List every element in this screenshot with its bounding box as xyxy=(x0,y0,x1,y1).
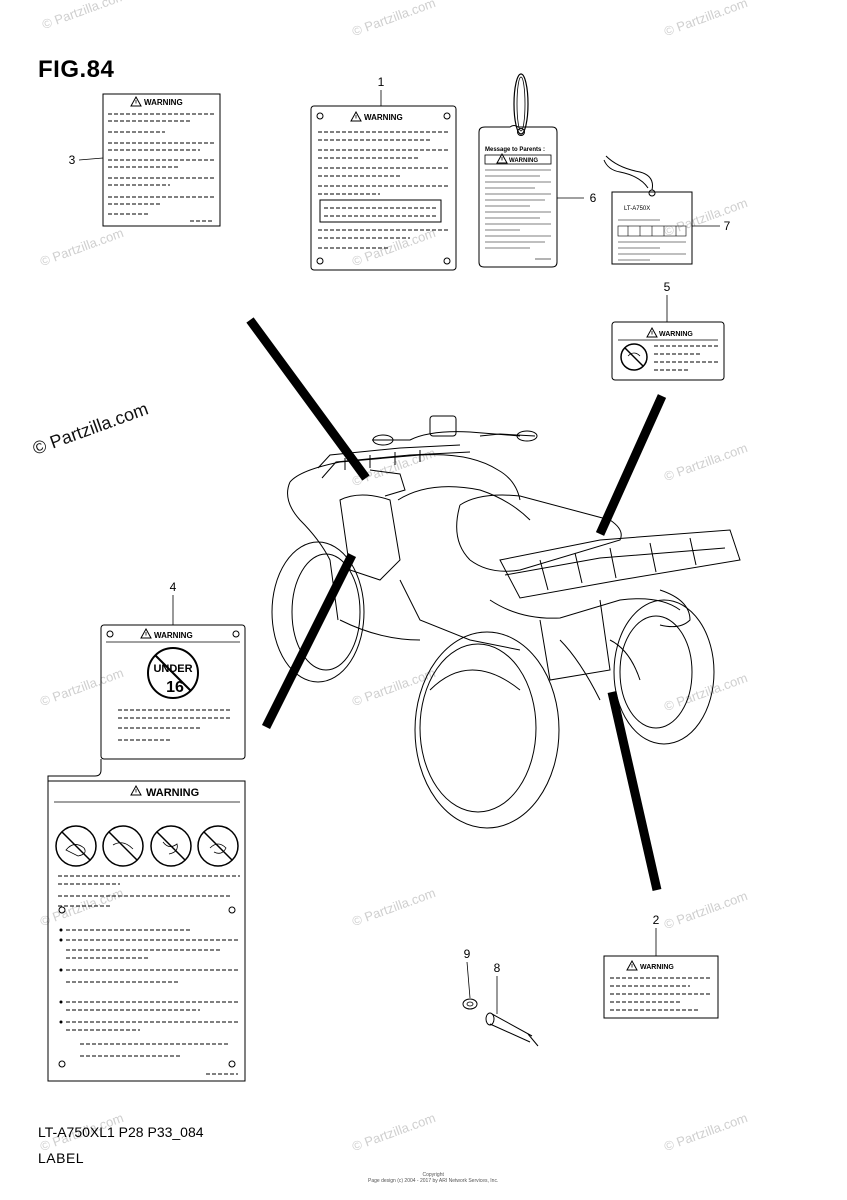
label-4: WARNING UNDER 16 xyxy=(100,624,246,760)
warning-text: WARNING xyxy=(509,158,538,164)
warning-text: WARNING xyxy=(146,787,199,799)
label-2: WARNING xyxy=(603,955,719,1019)
footer-line: Copyright xyxy=(422,1172,444,1178)
warning-text: WARNING xyxy=(144,98,183,107)
callout-1: 1 xyxy=(378,75,385,89)
washer-9 xyxy=(462,998,478,1010)
callout-8: 8 xyxy=(494,961,501,975)
atv-illustration xyxy=(271,415,741,829)
label-6-tag: Message to Parents : WARNING xyxy=(478,73,558,268)
warning-text: WARNING xyxy=(154,631,193,640)
message-to-parents: Message to Parents : xyxy=(485,147,545,153)
callout-5: 5 xyxy=(664,280,671,294)
warning-text: WARNING xyxy=(364,113,403,122)
callout-6: 6 xyxy=(590,191,597,205)
label-3: WARNING xyxy=(102,93,221,227)
model-tag: LT-A750X xyxy=(624,206,650,212)
callout-7: 7 xyxy=(724,219,731,233)
footer-note: Copyright Page design (c) 2004 - 2017 by… xyxy=(368,1172,498,1184)
callout-4: 4 xyxy=(170,580,177,594)
callout-2: 2 xyxy=(653,913,660,927)
label-5: WARNING xyxy=(611,321,725,381)
callout-3: 3 xyxy=(69,153,76,167)
model-code: LT-A750XL1 P28 P33_084 xyxy=(38,1124,204,1140)
figure-title: FIG.84 xyxy=(38,56,115,83)
under-text: UNDER xyxy=(153,663,192,675)
callout-9: 9 xyxy=(464,947,471,961)
pointer-lines xyxy=(246,317,667,891)
label-7-tag: LT-A750X xyxy=(603,155,693,265)
label-4-large: WARNING xyxy=(47,780,246,1082)
warning-text: WARNING xyxy=(659,331,693,338)
footer-line: Page design (c) 2004 - 2017 by ARI Netwo… xyxy=(368,1178,499,1184)
section-name: LABEL xyxy=(38,1150,85,1166)
age-text: 16 xyxy=(166,679,184,696)
warning-text: WARNING xyxy=(640,964,674,971)
rivet-8 xyxy=(485,1012,539,1047)
label-1: WARNING xyxy=(310,105,457,271)
